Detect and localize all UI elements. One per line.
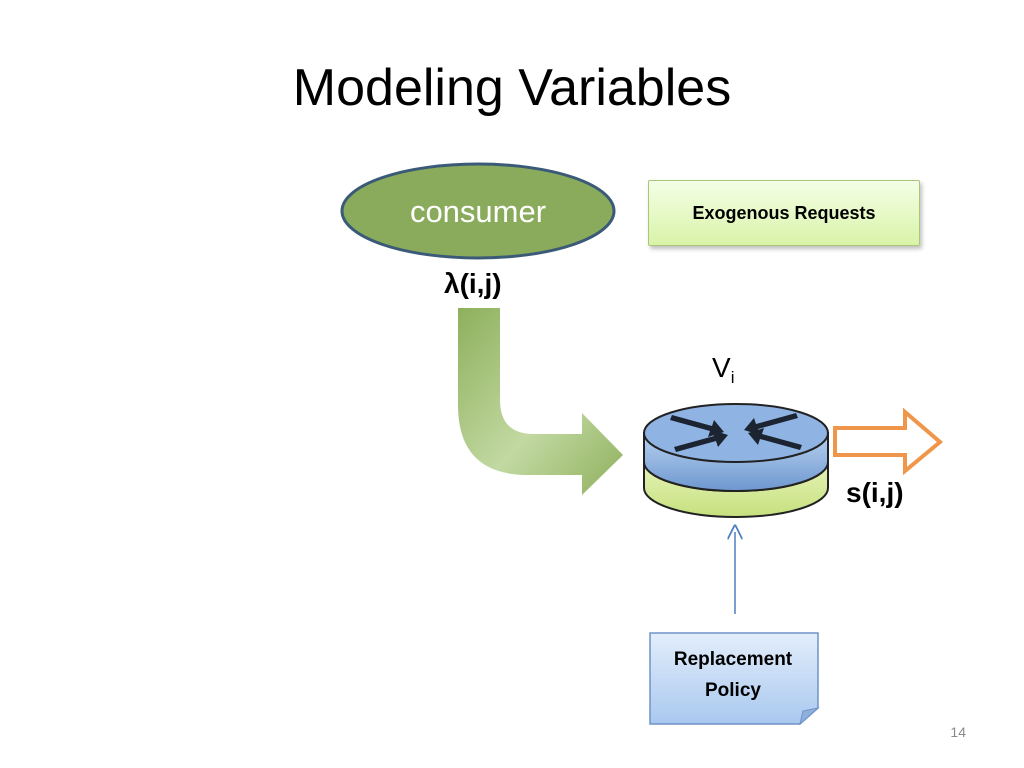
replacement-policy-note (649, 632, 820, 726)
output-rate-label: s(i,j) (846, 477, 904, 508)
router-label-subscript: i (730, 368, 735, 387)
arrival-rate-label: λ(i,j) (444, 268, 502, 299)
router-label: Vi (712, 352, 734, 388)
output-arrow (833, 407, 944, 476)
request-flow-arrow (458, 308, 623, 495)
consumer-node: consumer (340, 162, 616, 260)
slide-title: Modeling Variables (292, 59, 732, 117)
router-icon (643, 403, 829, 518)
router-label-base: V (712, 352, 731, 383)
consumer-label: consumer (410, 194, 546, 229)
replacement-policy-label: Replacement Policy (648, 644, 818, 706)
replacement-policy-line-2: Policy (705, 680, 761, 701)
replacement-policy-line-1: Replacement (673, 649, 793, 670)
page-number: 14 (950, 724, 966, 740)
exogenous-requests-box: Exogenous Requests (648, 180, 920, 246)
